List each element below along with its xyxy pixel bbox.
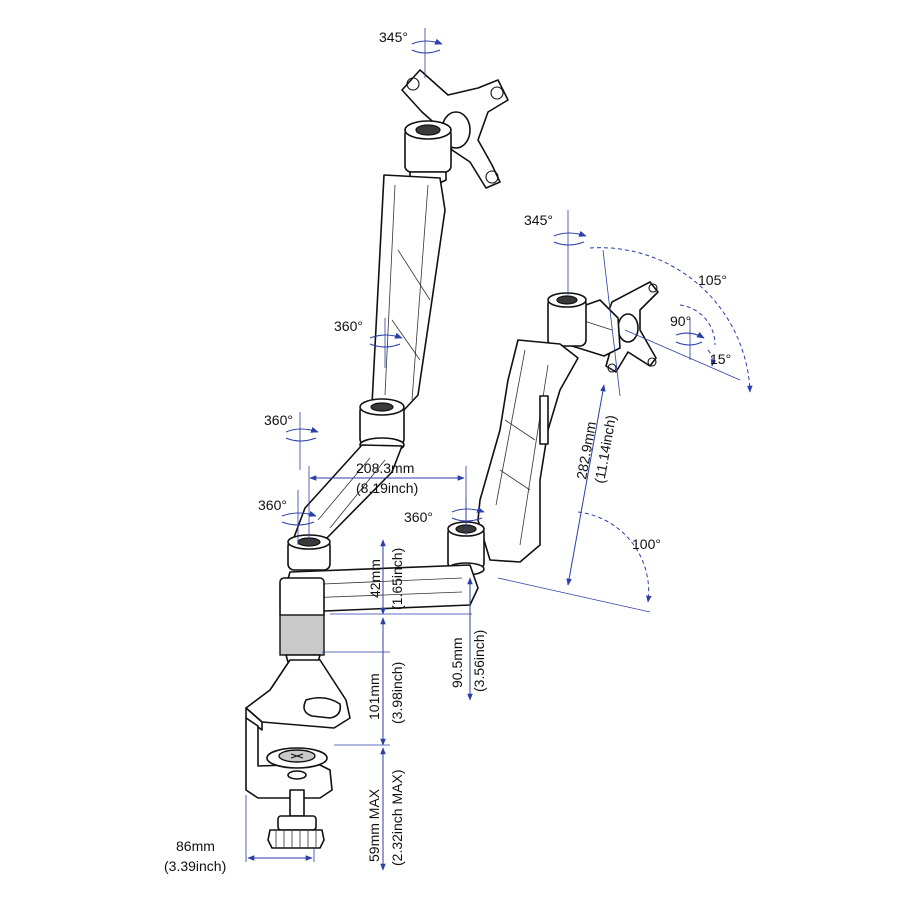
label-tilt-105: 105° [698,272,727,288]
label-42-mm: 42mm [367,559,383,598]
label-rot-right-head: 345° [524,212,553,228]
right-vesa-plate [605,281,659,373]
right-arm-assembly [447,281,659,576]
clamp-c-frame [245,717,333,799]
label-rot-elbow: 360° [264,412,293,428]
clamp-bracket [245,659,351,731]
dimension-86mm [245,795,315,862]
label-rot-top: 345° [379,29,408,45]
label-59-mm: 59mm MAX [366,788,382,862]
label-rot-base-left: 360° [258,497,287,513]
label-tilt-15: 15° [710,351,731,367]
left-arm-assembly [287,69,509,571]
label-rot-upper-arm: 360° [334,318,363,334]
dimension-208mm [308,466,467,540]
rotation-indicator-upper-arm [369,318,403,368]
tilt-arcs [589,247,753,397]
label-90-mm: 90.5mm [449,637,465,688]
label-tilt-90: 90° [670,313,691,329]
label-angle-100: 100° [632,536,661,552]
left-upper-arm [371,174,446,411]
rotation-indicator-right-head [553,210,587,295]
label-86-in: (3.39inch) [164,858,226,874]
dimension-101mm [322,617,390,746]
left-vesa-plate [401,69,509,189]
right-upper-arm [477,339,579,563]
label-rot-base-right: 360° [404,509,433,525]
left-elbow-joint [359,398,405,453]
label-208-in: (8.19inch) [356,480,418,496]
right-top-swivel [547,292,587,347]
label-86-mm: 86mm [176,838,215,854]
angle-100 [577,511,652,603]
main-pole [279,577,325,663]
dimension-42mm [330,539,472,615]
label-101-mm: 101mm [366,673,382,720]
clamp-screw-knob [267,789,325,849]
label-101-in: (3.98inch) [389,662,405,724]
label-42-in: (1.65inch) [389,548,405,610]
rotation-indicator-top [411,28,443,78]
dimension-282mm [497,384,651,613]
left-top-swivel [404,120,452,186]
rotation-indicator-elbow [285,412,319,470]
left-base-joint [287,534,331,571]
label-59-in: (2.32inch MAX) [389,770,405,866]
label-90-in: (3.56inch) [471,630,487,692]
rotation-indicator-base-left [281,490,317,545]
label-208-mm: 208.3mm [356,460,414,476]
